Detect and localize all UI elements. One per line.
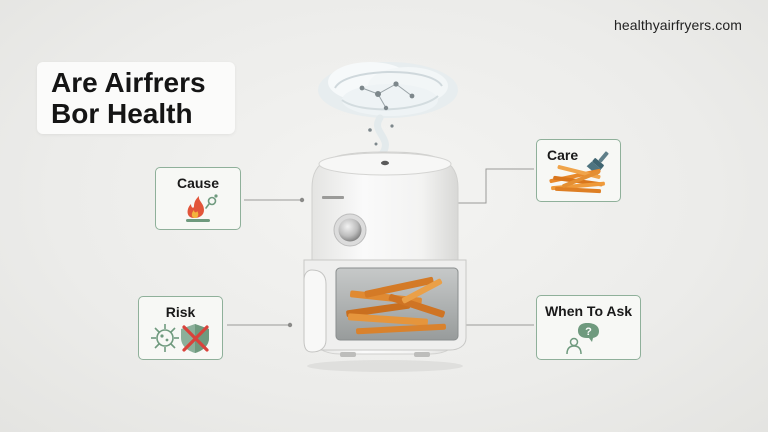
site-url: healthyairfryers.com [613,17,742,33]
person-question-icon: ? [566,323,599,355]
air-fryer-illustration [303,62,467,372]
cause-card[interactable]: Cause [155,167,241,230]
cause-label: Cause [176,175,220,191]
care-card[interactable]: Care [536,139,621,202]
when-to-ask-label: When To Ask [544,303,633,319]
title-line-1: Are Airfrers [51,67,206,98]
fries-brush-icon [549,151,609,194]
risk-label: Risk [165,304,196,320]
virus-shield-icon [151,324,209,353]
title-line-2: Bor Health [51,98,193,129]
when-to-ask-card[interactable]: When To Ask ? [536,295,641,360]
title-box: Are Airfrers Bor Health [37,62,235,134]
steam-cloud [318,62,458,158]
fries-inside [346,276,446,335]
basket-handle [303,269,327,353]
care-label: Care [547,147,579,163]
svg-text:?: ? [585,326,592,338]
risk-card[interactable]: Risk [138,296,223,360]
flame-icon [186,194,218,222]
connector-care [456,168,534,204]
